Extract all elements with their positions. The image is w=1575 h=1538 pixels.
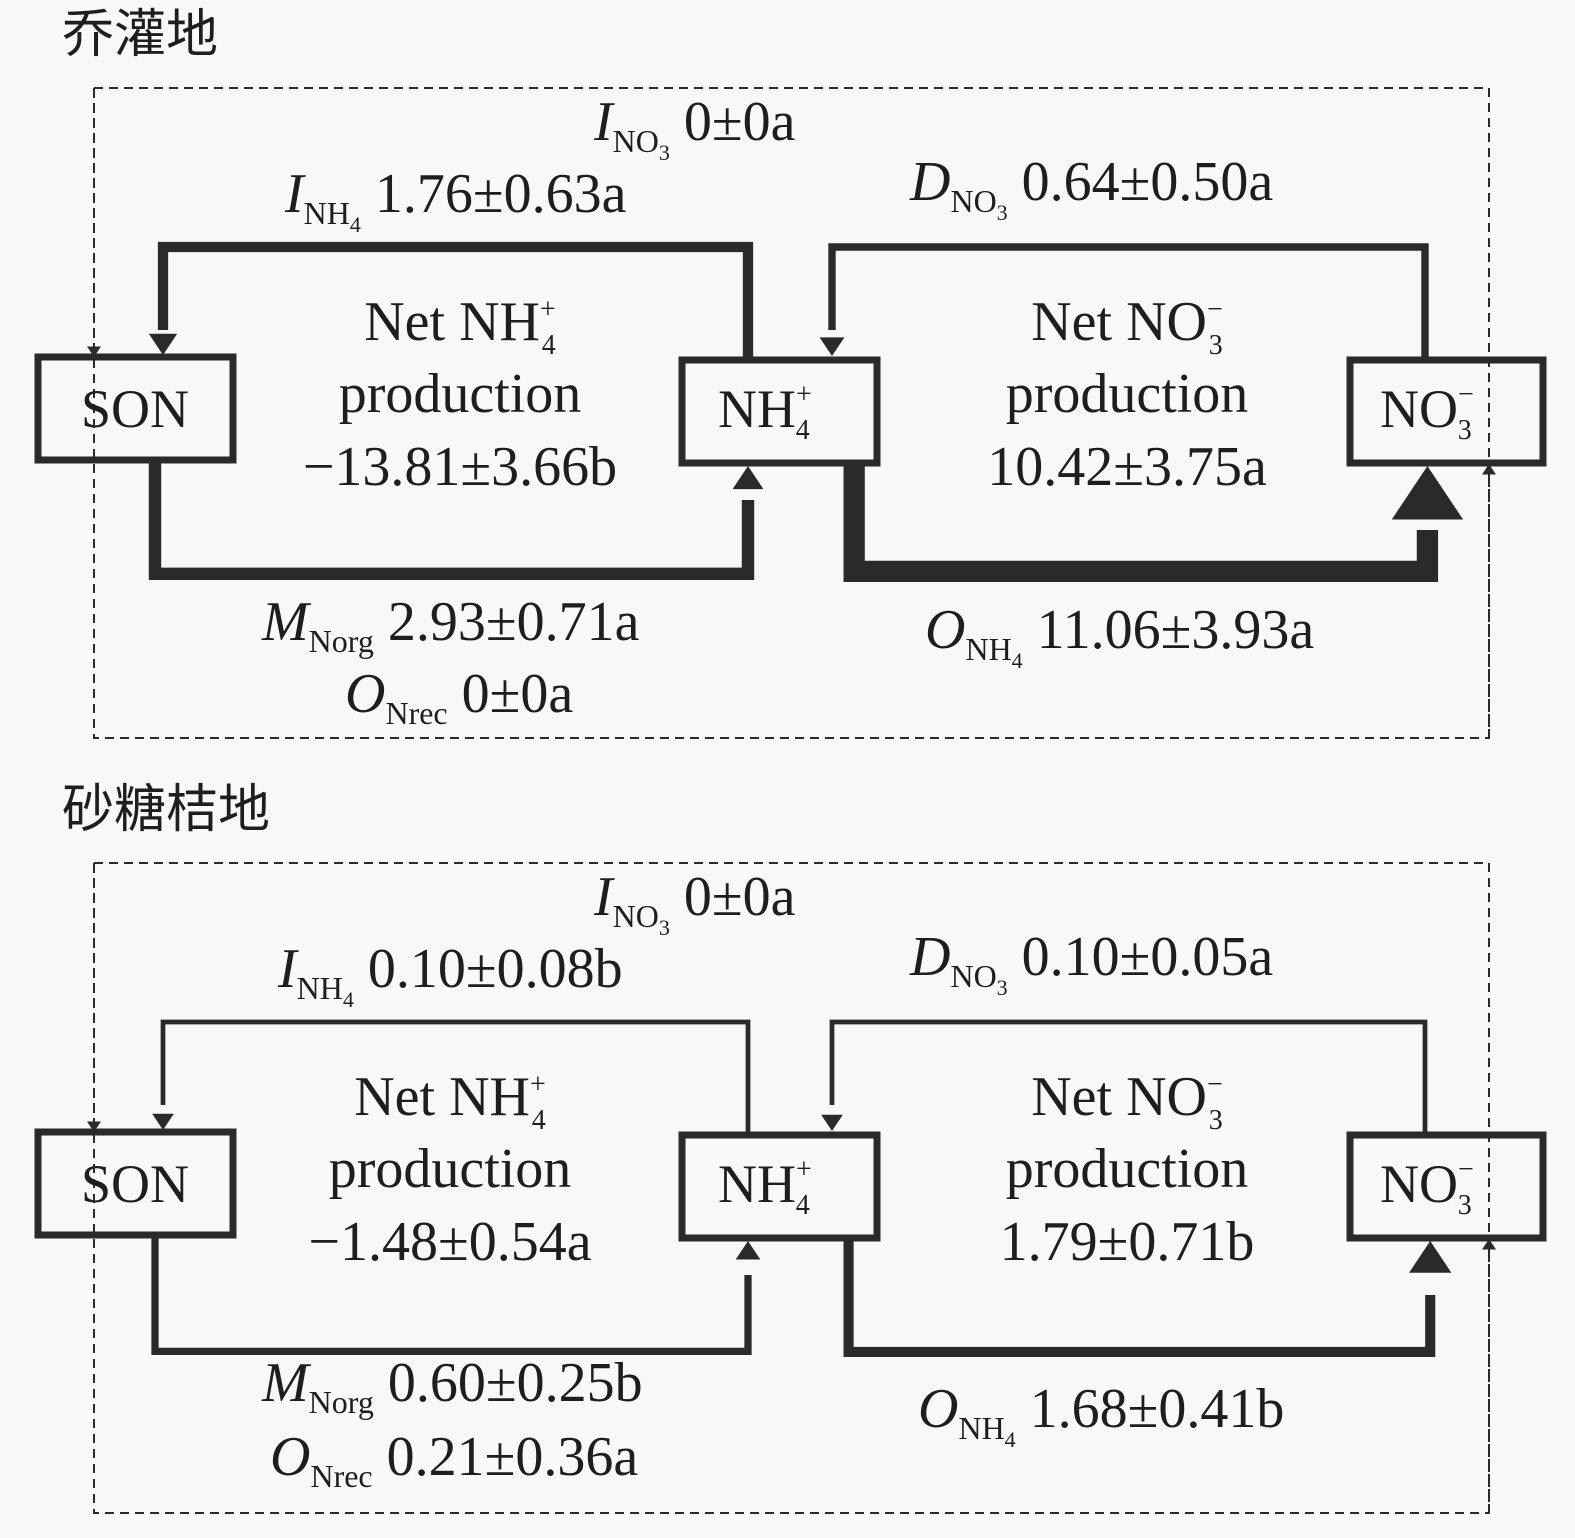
arrow-head-o-nh4 <box>1391 466 1464 520</box>
net_no3-line1: Net NO−3 <box>1031 1066 1223 1136</box>
label-m-norg: MNorg 0.60±0.25b <box>261 1352 643 1420</box>
label-i-no3: INO3 0±0a <box>593 866 796 940</box>
arrow-head-input-son <box>87 1121 101 1132</box>
label-o-nrec: ONrec 0±0a <box>345 663 573 731</box>
arrow-head-m-norg <box>735 1241 761 1260</box>
label-m-norg: MNorg 2.93±0.71a <box>261 591 640 659</box>
arrow-head-d-no3 <box>819 337 845 356</box>
flux-path-m-norg <box>151 1237 752 1356</box>
node-son-label: SON <box>81 379 189 439</box>
node-no3-label: NO−3 <box>1380 1154 1474 1221</box>
net_no3-line1: Net NO−3 <box>1031 291 1223 361</box>
node-son <box>34 1128 237 1239</box>
arrow-head-input-no3 <box>1482 1239 1496 1250</box>
arrow-head-input-no3 <box>1482 464 1496 475</box>
arrow-head-d-no3 <box>821 1114 843 1131</box>
label-d-no3: DNO3 0.10±0.05a <box>909 926 1273 1000</box>
node-nh4-label: NH+4 <box>718 379 812 446</box>
panel-title: 乔灌地 <box>62 7 218 64</box>
arrow-head-o-nh4 <box>1409 1241 1452 1273</box>
label-i-no3: INO3 0±0a <box>593 91 796 165</box>
node-nh4 <box>678 356 881 467</box>
net_nh4-line1: Net NH+4 <box>364 291 556 361</box>
flux-path-o-nh4 <box>843 1240 1436 1358</box>
flux-path-d-no3 <box>828 243 1429 358</box>
arrow-head-i-nh4 <box>152 1113 174 1130</box>
node-nh4 <box>678 1131 881 1242</box>
net_no3-value: 1.79±0.71b <box>1000 1211 1255 1273</box>
label-o-nh4: ONH4 1.68±0.41b <box>918 1378 1284 1452</box>
label-i-nh4: INH4 0.10±0.08b <box>277 938 623 1012</box>
node-nh4-label: NH+4 <box>718 1154 812 1221</box>
arrow-head-i-nh4 <box>148 333 178 355</box>
net_nh4-value: −1.48±0.54a <box>308 1211 591 1273</box>
net_no3-line2: production <box>1006 363 1249 425</box>
net_no3-value: 10.42±3.75a <box>987 436 1267 498</box>
net_nh4-line2: production <box>339 363 582 425</box>
net_nh4-line2: production <box>329 1138 572 1200</box>
node-no3-label: NO−3 <box>1380 379 1474 446</box>
node-no3 <box>1346 1131 1547 1242</box>
flux-path-m-norg <box>148 462 755 581</box>
node-son <box>34 353 237 464</box>
label-i-nh4: INH4 1.76±0.63a <box>284 163 627 237</box>
label-o-nh4: ONH4 11.06±3.93a <box>925 599 1314 673</box>
node-no3 <box>1346 356 1547 467</box>
arrow-head-input-son <box>87 346 101 357</box>
flux-path-i-nh4 <box>160 1019 751 1132</box>
system-boundary <box>93 87 1490 739</box>
panel-title: 砂糖桔地 <box>62 782 270 839</box>
node-son-label: SON <box>81 1154 189 1214</box>
label-o-nrec: ONrec 0.21±0.36a <box>270 1426 638 1494</box>
flux-path-o-nh4 <box>843 465 1439 582</box>
label-d-no3: DNO3 0.64±0.50a <box>909 151 1273 225</box>
net_nh4-line1: Net NH+4 <box>354 1066 546 1136</box>
flux-path-i-nh4 <box>157 241 754 357</box>
net_no3-line2: production <box>1006 1138 1249 1200</box>
system-boundary <box>93 862 1490 1514</box>
arrow-head-m-norg <box>732 466 764 490</box>
net_nh4-value: −13.81±3.66b <box>303 436 617 498</box>
flux-path-d-no3 <box>829 1019 1428 1133</box>
